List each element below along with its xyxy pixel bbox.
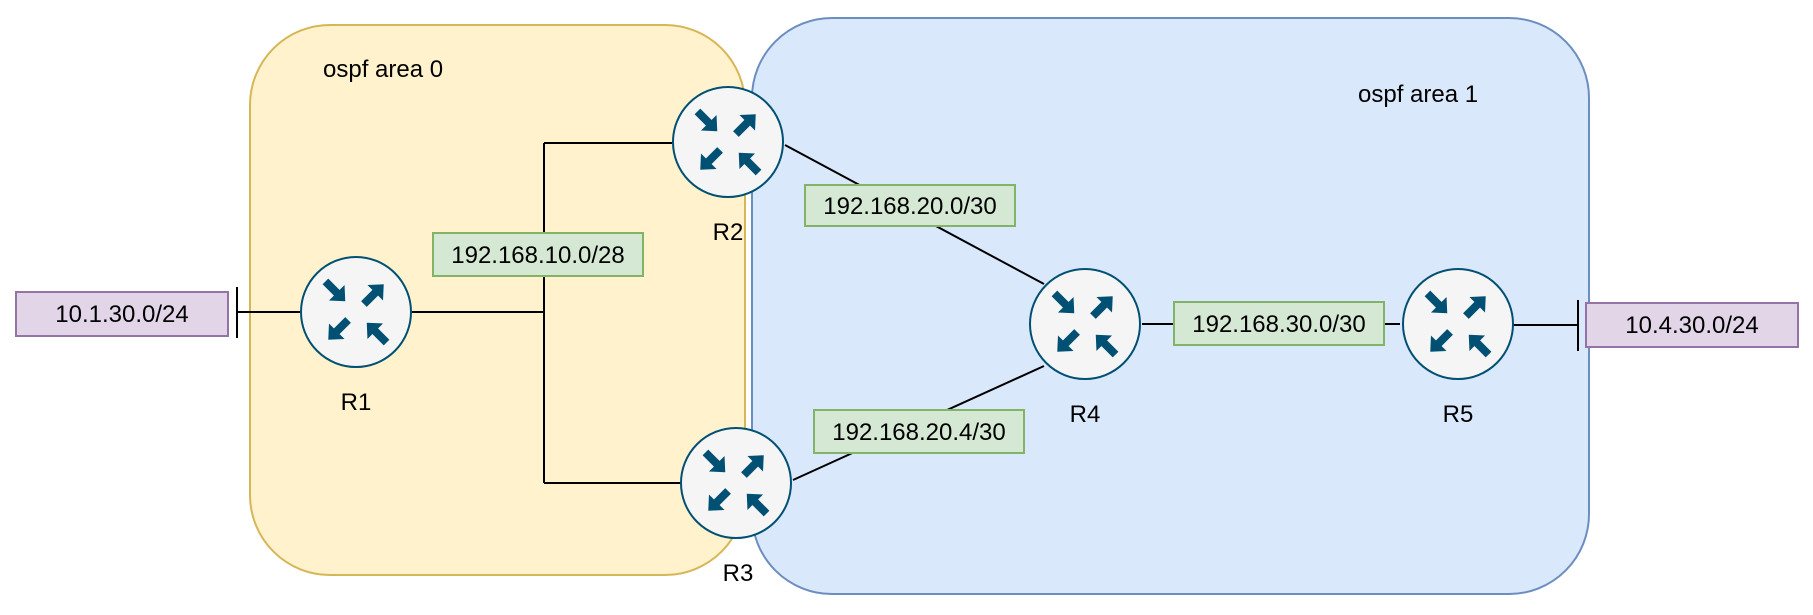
ospf-area-0-zone xyxy=(249,24,746,576)
lan-r5: 10.4.30.0/24 xyxy=(1585,302,1799,348)
router-icon xyxy=(672,86,784,198)
subnet-net-30-0: 192.168.30.0/30 xyxy=(1173,301,1385,346)
router-r1-label: R1 xyxy=(341,389,372,416)
router-r5: R5 xyxy=(1402,268,1514,428)
router-r2-label: R2 xyxy=(713,219,744,246)
router-r4-label: R4 xyxy=(1070,401,1101,428)
router-r3-label: R3 xyxy=(723,560,754,587)
subnet-net-20-0: 192.168.20.0/30 xyxy=(804,184,1016,227)
subnet-net-10-28: 192.168.10.0/28 xyxy=(432,232,644,277)
subnet-net-10-28-label: 192.168.10.0/28 xyxy=(451,242,625,269)
router-icon xyxy=(1029,268,1141,380)
ospf-area-1-label: ospf area 1 xyxy=(1358,81,1478,108)
router-icon xyxy=(1402,268,1514,380)
lan-r1: 10.1.30.0/24 xyxy=(15,291,229,337)
router-r5-label: R5 xyxy=(1443,401,1474,428)
ospf-area-0-label: ospf area 0 xyxy=(323,56,443,83)
subnet-net-20-0-label: 192.168.20.0/30 xyxy=(823,193,997,220)
subnet-net-30-0-label: 192.168.30.0/30 xyxy=(1192,311,1366,338)
lan-r5-label: 10.4.30.0/24 xyxy=(1625,312,1758,339)
router-r4: R4 xyxy=(1029,268,1141,428)
router-icon xyxy=(680,427,792,539)
lan-r1-label: 10.1.30.0/24 xyxy=(55,301,188,328)
router-r3: R3 xyxy=(680,427,792,587)
subnet-net-20-4: 192.168.20.4/30 xyxy=(813,409,1025,454)
subnet-net-20-4-label: 192.168.20.4/30 xyxy=(832,419,1006,446)
router-r1: R1 xyxy=(300,256,412,416)
router-r2: R2 xyxy=(672,86,784,246)
router-icon xyxy=(300,256,412,368)
